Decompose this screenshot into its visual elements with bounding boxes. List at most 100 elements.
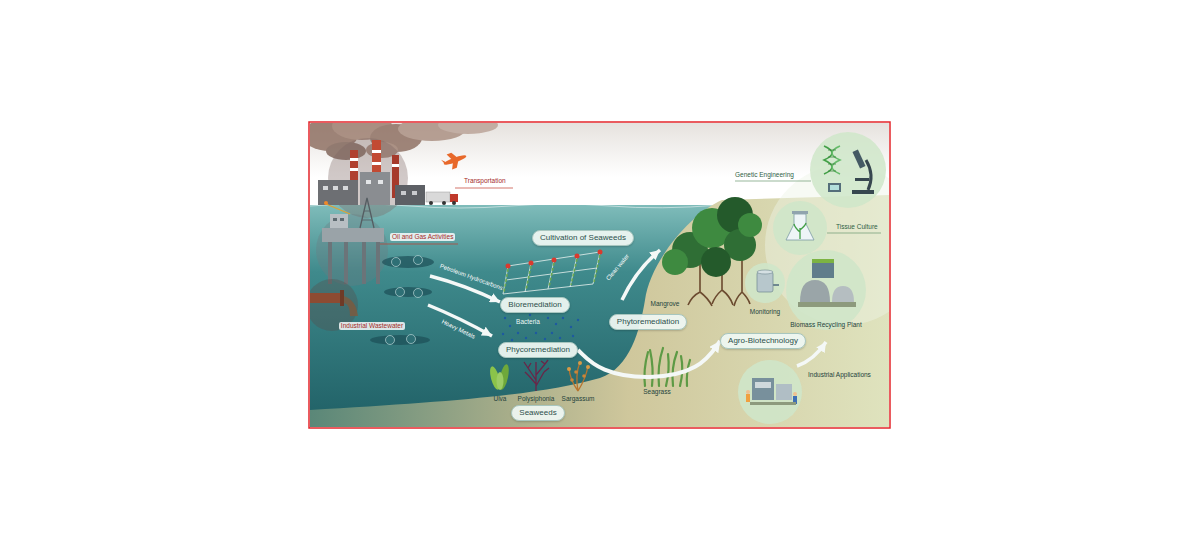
factory-illustration	[350, 168, 358, 171]
oil-slick	[392, 258, 401, 267]
bacteria-dots	[517, 332, 519, 334]
scene-label: Genetic Engineering	[735, 171, 794, 179]
seaweed-cultivation-net	[598, 250, 603, 255]
factory-illustration	[323, 186, 328, 190]
biomass-plant-circle	[798, 302, 856, 307]
scene-label: Ulva	[493, 395, 506, 403]
seagrass	[644, 348, 690, 386]
bacteria-dots	[551, 332, 553, 334]
seaweed-cultivation-net	[503, 252, 600, 294]
seagrass	[687, 360, 690, 386]
biomass-plant-circle	[786, 250, 866, 330]
bacteria-dots	[570, 326, 572, 328]
seaweed-cultivation-net	[575, 254, 580, 259]
industrial-applications-circle	[752, 378, 774, 400]
process-pill: Phycoremediation	[498, 342, 578, 358]
pill-label: Phytoremediation	[617, 317, 679, 327]
wastewater-pipe-illustration	[310, 293, 342, 303]
factory-illustration	[366, 180, 371, 184]
oil-rig-illustration	[362, 211, 372, 220]
oil-rig-illustration	[330, 214, 348, 228]
ulva-seaweed	[497, 363, 510, 390]
oil-rig-illustration	[360, 198, 374, 228]
industrial-applications-circle	[738, 360, 802, 424]
bacteria-dots	[555, 323, 557, 325]
biomass-plant-circle	[812, 259, 834, 263]
factory-illustration	[378, 180, 383, 184]
airplane-illustration	[440, 148, 469, 172]
oil-slick	[370, 256, 434, 346]
biomass-plant-circle	[786, 250, 866, 330]
seagrass	[666, 354, 669, 386]
monitoring-circle	[773, 284, 779, 286]
genetic-engineering-circle	[852, 190, 874, 194]
scene-label: Heavy Metals	[440, 319, 476, 341]
bacteria-dots	[511, 339, 513, 341]
sargassum-seaweed	[586, 365, 590, 369]
sargassum-seaweed	[570, 378, 574, 382]
truck-illustration	[429, 201, 433, 205]
genetic-engineering-circle	[852, 150, 865, 169]
factory-illustration	[318, 138, 425, 218]
seaweed-cultivation-net	[552, 258, 557, 263]
bacteria-dots	[562, 317, 564, 319]
bacteria-dots	[525, 337, 527, 339]
flow-arrow	[578, 341, 720, 377]
sargassum-seaweed	[567, 367, 571, 371]
leader-line	[455, 188, 513, 189]
oil-slick	[370, 335, 430, 345]
seaweed-cultivation-net	[503, 250, 603, 295]
genetic-engineering-circle	[828, 150, 836, 171]
sargassum-seaweed	[574, 370, 578, 374]
process-pill: Cultivation of Seaweeds	[532, 230, 634, 246]
bacteria-dots	[535, 332, 537, 334]
truck-illustration	[426, 192, 450, 202]
tissue-culture-circle	[792, 211, 808, 214]
oil-slick	[384, 287, 432, 297]
factory-illustration	[372, 150, 381, 153]
scene-label: Polysiphonia	[518, 395, 555, 403]
oil-slick	[382, 256, 434, 268]
sargassum-seaweed	[578, 361, 582, 365]
seagrass	[650, 350, 653, 386]
bacteria-dots	[502, 333, 504, 335]
scene-illustration	[310, 123, 889, 427]
seaweed-cultivation-net	[503, 252, 600, 294]
scene-label: Tissue Culture	[836, 223, 878, 231]
industrial-applications-circle	[793, 392, 797, 396]
oil-slick	[414, 256, 423, 265]
factory-illustration	[343, 186, 348, 190]
monitoring-circle	[757, 272, 773, 292]
tissue-culture-circle	[773, 201, 827, 255]
scene-label: Biomass Recycling Plant	[790, 321, 862, 329]
bacteria-dots	[529, 314, 531, 316]
factory-illustration	[401, 191, 406, 195]
pill-label: Bioremediation	[508, 300, 561, 310]
ulva-seaweed	[497, 372, 504, 390]
industrial-applications-circle	[738, 360, 802, 424]
factory-illustration	[333, 186, 338, 190]
oil-rig-illustration	[316, 198, 388, 286]
oil-slick	[414, 289, 423, 298]
seagrass	[680, 356, 682, 386]
oil-rig-illustration	[324, 201, 328, 205]
seagrass	[644, 352, 648, 386]
seabed-land	[310, 195, 889, 427]
biomass-plant-circle	[812, 262, 834, 278]
wastewater-pipe-illustration	[344, 296, 358, 316]
genetic-engineering-circle	[810, 132, 886, 208]
smoke-clouds	[438, 123, 498, 134]
frame-border	[309, 122, 890, 428]
pill-label: Seaweeds	[519, 408, 556, 418]
scene-label: Industrial Wastewater	[339, 322, 405, 330]
monitoring-circle	[745, 263, 785, 303]
mangrove-trees	[662, 249, 688, 275]
oil-slick	[396, 288, 405, 297]
scene-label: Industrial Applications	[808, 371, 871, 379]
factory-illustration	[328, 138, 408, 218]
oil-rig-illustration	[322, 228, 384, 242]
factory-illustration	[412, 191, 417, 195]
